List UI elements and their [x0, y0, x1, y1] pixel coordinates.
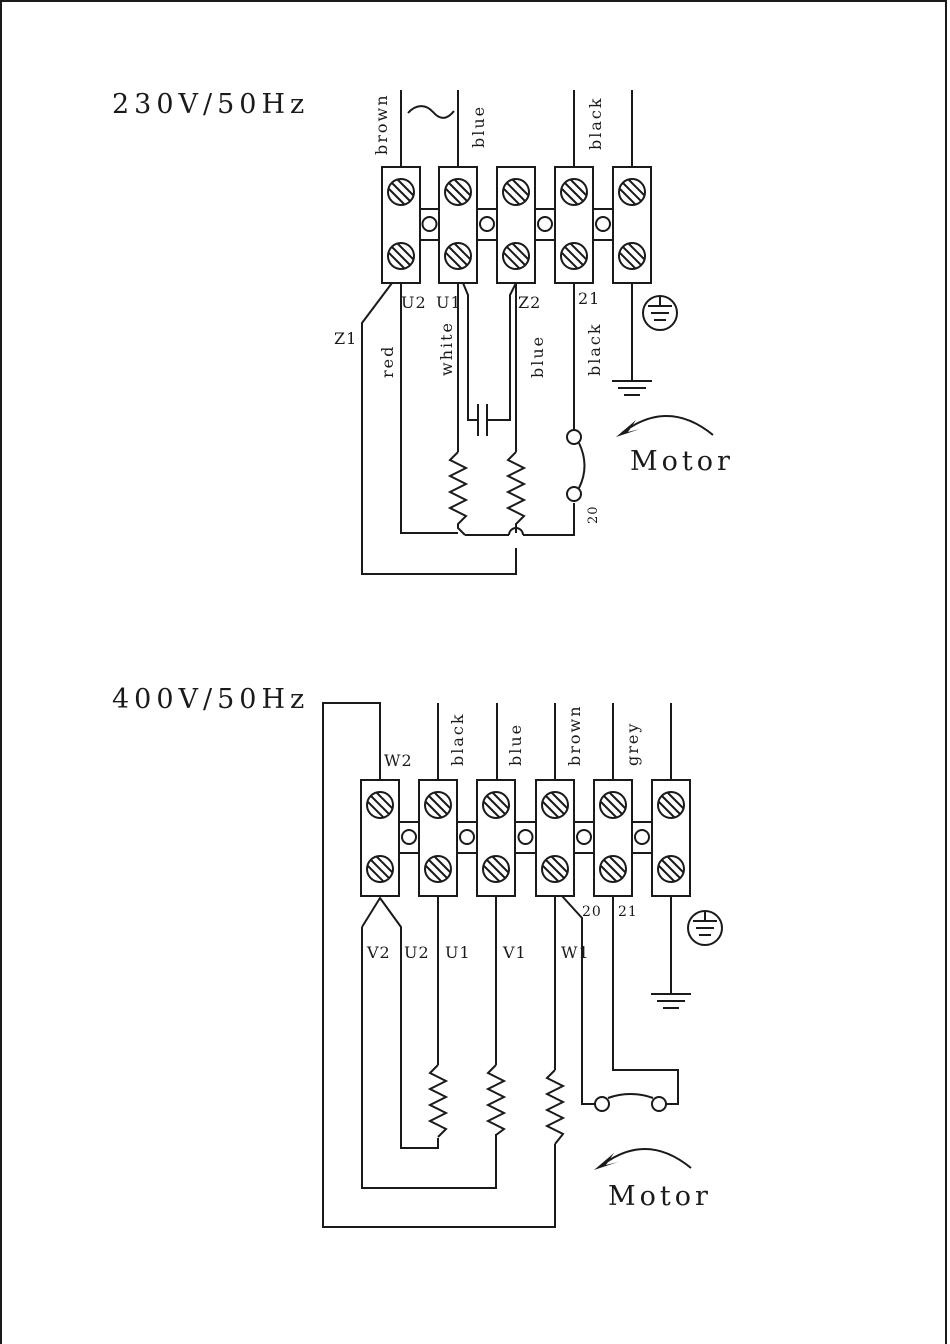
terminal-screw-icon	[542, 856, 568, 882]
coil-icon	[508, 452, 524, 533]
wire-label-brown: brown	[565, 704, 584, 766]
terminal-screw-icon	[445, 179, 471, 205]
terminal-screw-icon	[388, 243, 414, 269]
diagram-400v: 400V/50Hz black blue brown grey W2	[112, 684, 722, 1227]
rotation-arrow-icon	[594, 1149, 691, 1170]
terminal-label-v2: V2	[366, 943, 391, 962]
ground-symbol-icon	[651, 994, 691, 1008]
terminal-label-20: 20	[582, 904, 602, 920]
switch-icon	[595, 1094, 666, 1111]
rotation-arrow-icon	[616, 416, 713, 437]
terminal-screw-icon	[483, 856, 509, 882]
wire-label-black: black	[586, 96, 605, 150]
terminal-screw-icon	[600, 856, 626, 882]
diagram-230v: 230V/50Hz brown blue black	[112, 89, 734, 574]
wire-label-blue: blue	[469, 105, 488, 148]
terminal-label-u2: U2	[404, 943, 430, 962]
terminal-label-v1: V1	[502, 943, 527, 962]
wire-label-white: white	[437, 321, 456, 376]
terminal-block-230v	[382, 167, 651, 283]
wire-label-brown: brown	[372, 93, 391, 155]
terminal-screw-icon	[542, 792, 568, 818]
terminal-screw-icon	[561, 243, 587, 269]
wire-label-grey: grey	[623, 722, 642, 766]
wire-label-blue: blue	[506, 723, 525, 766]
terminal-screw-icon	[445, 243, 471, 269]
ac-symbol-icon	[408, 106, 454, 118]
wire-label-black-lower: black	[585, 322, 604, 376]
wire-label-black: black	[448, 712, 467, 766]
terminal-label-21: 21	[618, 904, 638, 920]
terminal-screw-icon	[619, 179, 645, 205]
earth-symbol-icon	[688, 911, 722, 945]
motor-label-400v: Motor	[608, 1181, 712, 1212]
coil-icon	[450, 452, 466, 535]
coil-icon	[547, 1070, 563, 1144]
terminal-label-w2: W2	[384, 751, 413, 770]
ground-symbol-icon	[612, 381, 652, 395]
diagram-400v-title: 400V/50Hz	[112, 684, 309, 715]
terminal-label-u2: U2	[401, 293, 427, 312]
terminal-screw-icon	[367, 856, 393, 882]
coil-icon	[488, 1065, 504, 1135]
capacitor-icon	[478, 404, 487, 436]
terminal-screw-icon	[503, 179, 529, 205]
terminal-label-z1: Z1	[334, 329, 357, 348]
diagram-230v-title: 230V/50Hz	[112, 89, 309, 120]
terminal-screw-icon	[619, 243, 645, 269]
terminal-block-400v	[361, 780, 690, 896]
coil-icon	[430, 1065, 446, 1137]
terminal-label-20: 20	[586, 505, 601, 524]
terminal-label-z2: Z2	[518, 293, 541, 312]
terminal-screw-icon	[425, 792, 451, 818]
wire-label-red: red	[378, 345, 397, 378]
terminal-screw-icon	[658, 792, 684, 818]
terminal-screw-icon	[483, 792, 509, 818]
terminal-screw-icon	[600, 792, 626, 818]
terminal-label-21: 21	[578, 289, 600, 308]
motor-label-230v: Motor	[630, 446, 734, 477]
terminal-label-w1: W1	[561, 943, 590, 962]
switch-icon	[567, 430, 585, 501]
terminal-screw-icon	[425, 856, 451, 882]
terminal-screw-icon	[503, 243, 529, 269]
terminal-label-u1: U1	[445, 943, 471, 962]
terminal-screw-icon	[561, 179, 587, 205]
wire-label-blue-lower: blue	[528, 335, 547, 378]
terminal-screw-icon	[388, 179, 414, 205]
terminal-screw-icon	[367, 792, 393, 818]
earth-symbol-icon	[643, 296, 677, 330]
terminal-screw-icon	[658, 856, 684, 882]
